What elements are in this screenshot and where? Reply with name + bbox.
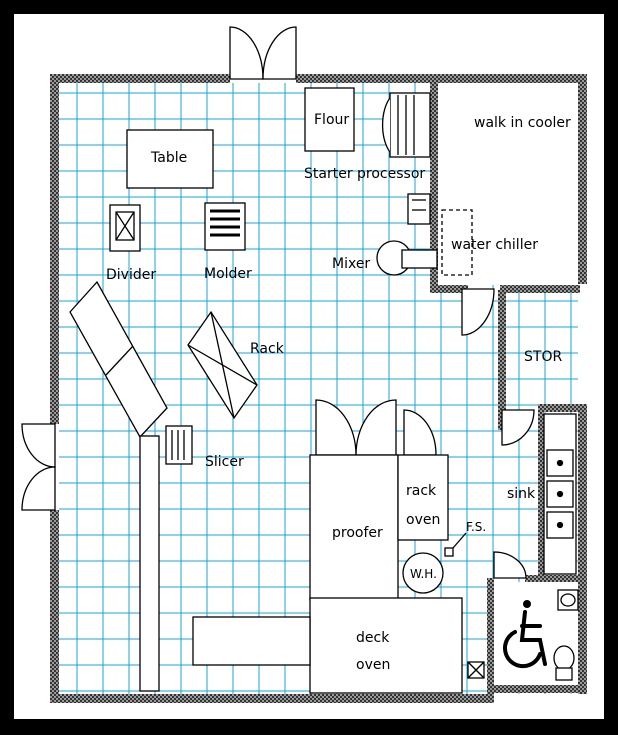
label-water-chiller: water chiller <box>451 237 538 253</box>
door-stor <box>501 409 535 446</box>
table <box>126 129 214 189</box>
label-slicer: Slicer <box>205 454 244 470</box>
label-rack: Rack <box>250 341 285 357</box>
water-heater <box>402 552 444 594</box>
fs-leader <box>452 532 467 549</box>
wall-left-upper <box>50 74 59 424</box>
door-proofer-right <box>355 399 397 456</box>
labels: Flour Starter processor walk in cooler T… <box>106 112 571 673</box>
label-walk-in-cooler: walk in cooler <box>474 115 571 131</box>
proofer <box>309 454 399 601</box>
label-mixer: Mixer <box>332 256 370 272</box>
slicer <box>165 425 193 465</box>
door-restroom <box>493 551 527 579</box>
wall-cooler-bottom <box>430 285 468 293</box>
toilet-icon <box>553 645 575 681</box>
label-starter-processor: Starter processor <box>304 166 425 182</box>
long-bench <box>139 435 160 692</box>
door-rack-oven <box>403 409 437 456</box>
work-table-angled <box>69 280 168 439</box>
equipment <box>69 83 579 694</box>
wall-top-right <box>296 74 587 83</box>
wall-stor-bottom-left <box>538 404 544 580</box>
wall-stor-left <box>498 290 506 430</box>
wall-right-upper <box>578 74 587 284</box>
label-deck-oven-1: deck <box>356 630 390 646</box>
label-proofer: proofer <box>332 525 383 541</box>
doors <box>21 26 535 579</box>
floor-drain-x2 <box>467 661 485 679</box>
wall-restroom-left <box>487 578 494 703</box>
label-divider: Divider <box>106 267 156 283</box>
rack-oven <box>397 454 449 541</box>
wall-cooler-bottom-right <box>500 285 580 293</box>
flour-bin <box>304 87 355 152</box>
label-wh: W.H. <box>410 567 437 581</box>
rack <box>187 310 258 420</box>
starter-processor <box>381 92 431 158</box>
sink-unit <box>543 413 577 575</box>
wall-cooler-left <box>430 83 438 293</box>
wall-left-lower <box>50 510 59 703</box>
label-rack-oven-1: rack <box>406 483 437 499</box>
fire-sprinkler <box>444 547 454 557</box>
exterior-walls <box>50 74 587 703</box>
label-deck-oven-2: oven <box>356 657 390 673</box>
door-cooler <box>461 288 495 336</box>
restroom-sink <box>557 589 579 611</box>
wheelchair-icon <box>503 600 547 669</box>
water-chiller <box>441 209 473 276</box>
label-table: Table <box>150 150 187 166</box>
wall-restroom-top <box>525 575 585 582</box>
wall-stor-bottom <box>538 404 582 412</box>
label-stor: STOR <box>524 349 562 365</box>
door-top-right-leaf <box>262 26 297 80</box>
label-flour: Flour <box>314 112 349 128</box>
label-rack-oven-2: oven <box>406 512 440 528</box>
wall-restroom-bottom <box>487 685 585 693</box>
wall-top-left <box>50 74 230 83</box>
label-molder: Molder <box>204 266 252 282</box>
deck-oven <box>309 597 463 694</box>
door-left-lower-leaf <box>21 466 56 511</box>
counter-bottom <box>192 616 311 666</box>
label-fs: F.S. <box>466 520 486 534</box>
wall-right-lower <box>578 404 587 694</box>
mixer <box>376 193 438 276</box>
wall-bottom <box>50 694 487 703</box>
molder <box>204 202 246 251</box>
divider <box>109 204 141 252</box>
label-sink: sink <box>507 486 536 502</box>
